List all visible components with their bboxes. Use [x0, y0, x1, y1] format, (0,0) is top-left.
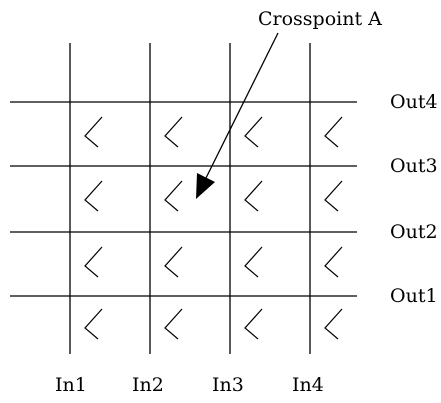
crosspoint-switches: [84, 116, 343, 340]
output-label-out1: Out1: [390, 285, 438, 307]
crosspoint-switch-in1-out4: [84, 116, 103, 148]
output-label-out4: Out4: [390, 91, 438, 113]
crosspoint-switch-in1-out2: [84, 246, 103, 278]
crosspoint-switch-in1-out3: [84, 180, 103, 212]
crosspoint-switch-in2-out4: [164, 116, 183, 148]
crosspoint-switch-in4-out2: [324, 246, 343, 278]
output-wires: [10, 101, 357, 297]
output-label-out2: Out2: [390, 221, 438, 243]
crosspoint-switch-in2-out1: [164, 308, 183, 340]
crosspoint-switch-in1-out1: [84, 308, 103, 340]
pointer-arrowhead: [196, 173, 215, 199]
input-label-in3: In3: [212, 374, 244, 396]
crosspoint-switch-in4-out3: [324, 180, 343, 212]
input-label-in2: In2: [132, 374, 164, 396]
crosspoint-a-label: Crosspoint A: [258, 8, 382, 30]
crosspoint-switch-in4-out1: [324, 308, 343, 340]
crosspoint-switch-in4-out4: [324, 116, 343, 148]
crosspoint-switch-in3-out4: [244, 116, 263, 148]
crosspoint-switch-in2-out3: [164, 180, 183, 212]
input-wires: [69, 43, 311, 354]
crosspoint-switch-in3-out3: [244, 180, 263, 212]
input-label-in4: In4: [292, 374, 324, 396]
crosspoint-a-pointer: [196, 32, 279, 199]
pointer-arrow-line: [205, 32, 279, 179]
output-label-out3: Out3: [390, 155, 438, 177]
crosspoint-switch-in3-out2: [244, 246, 263, 278]
input-label-in1: In1: [55, 374, 87, 396]
crosspoint-switch-in3-out1: [244, 308, 263, 340]
crosspoint-switch-in2-out2: [164, 246, 183, 278]
